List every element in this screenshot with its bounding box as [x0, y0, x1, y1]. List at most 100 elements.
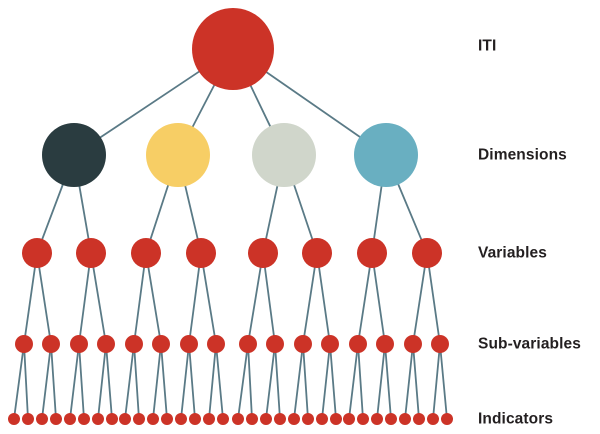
tree-edge [149, 183, 170, 241]
tree-edge [432, 351, 441, 415]
tree-edge [413, 265, 426, 337]
node-dimensions-4[interactable] [354, 123, 418, 187]
node-sub-variables-16[interactable] [431, 335, 449, 353]
tree-edge [263, 265, 275, 337]
node-indicators-14[interactable] [189, 413, 201, 425]
tree-edge [293, 351, 303, 415]
tree-edge [329, 351, 337, 415]
node-dimensions-2[interactable] [146, 123, 210, 187]
tree-edge [202, 265, 216, 338]
node-indicators-25[interactable] [343, 413, 355, 425]
node-iti-1[interactable] [192, 8, 274, 90]
node-sub-variables-8[interactable] [207, 335, 225, 353]
tree-edge [41, 183, 64, 241]
tree-edge [208, 351, 217, 415]
node-sub-variables-4[interactable] [97, 335, 115, 353]
node-indicators-30[interactable] [413, 413, 425, 425]
tree-edge [180, 351, 190, 415]
node-indicators-1[interactable] [8, 413, 20, 425]
node-sub-variables-1[interactable] [15, 335, 33, 353]
tree-edge [215, 351, 224, 415]
tree-edge [292, 183, 314, 241]
tree-edge [50, 351, 57, 415]
tree-edge [303, 265, 316, 337]
node-indicators-2[interactable] [22, 413, 34, 425]
node-sub-variables-3[interactable] [70, 335, 88, 353]
node-indicators-18[interactable] [246, 413, 258, 425]
node-indicators-9[interactable] [119, 413, 131, 425]
tree-edge [41, 351, 51, 415]
node-variables-3[interactable] [131, 238, 161, 268]
node-variables-5[interactable] [248, 238, 278, 268]
node-sub-variables-7[interactable] [180, 335, 198, 353]
node-indicators-22[interactable] [302, 413, 314, 425]
tree-edge [134, 265, 146, 337]
node-sub-variables-6[interactable] [152, 335, 170, 353]
node-indicators-4[interactable] [50, 413, 62, 425]
node-indicators-12[interactable] [161, 413, 173, 425]
node-indicators-7[interactable] [92, 413, 104, 425]
node-sub-variables-14[interactable] [376, 335, 394, 353]
node-indicators-16[interactable] [217, 413, 229, 425]
node-indicators-31[interactable] [427, 413, 439, 425]
node-sub-variables-11[interactable] [294, 335, 312, 353]
node-sub-variables-2[interactable] [42, 335, 60, 353]
tree-edge [265, 184, 279, 241]
node-variables-4[interactable] [186, 238, 216, 268]
node-variables-7[interactable] [357, 238, 387, 268]
node-sub-variables-10[interactable] [266, 335, 284, 353]
tree-edge [78, 351, 85, 415]
tree-edge [13, 351, 24, 415]
node-variables-8[interactable] [412, 238, 442, 268]
node-indicators-20[interactable] [274, 413, 286, 425]
node-indicators-6[interactable] [78, 413, 90, 425]
node-dimensions-3[interactable] [252, 123, 316, 187]
node-indicators-21[interactable] [288, 413, 300, 425]
tree-edge [237, 351, 248, 415]
node-indicators-24[interactable] [330, 413, 342, 425]
node-indicators-19[interactable] [260, 413, 272, 425]
node-sub-variables-13[interactable] [349, 335, 367, 353]
node-indicators-10[interactable] [133, 413, 145, 425]
tree-edge [79, 265, 91, 337]
node-indicators-29[interactable] [399, 413, 411, 425]
node-sub-variables-5[interactable] [125, 335, 143, 353]
node-indicators-3[interactable] [36, 413, 48, 425]
node-indicators-8[interactable] [106, 413, 118, 425]
node-indicators-28[interactable] [385, 413, 397, 425]
node-variables-2[interactable] [76, 238, 106, 268]
tree-edge [428, 265, 440, 337]
tree-edge [274, 351, 281, 415]
node-indicators-15[interactable] [203, 413, 215, 425]
tree-edge [189, 265, 201, 337]
node-indicators-13[interactable] [175, 413, 187, 425]
node-variables-1[interactable] [22, 238, 52, 268]
tree-edge [97, 351, 107, 415]
tree-edge [23, 351, 29, 415]
level-label-indicators: Indicators [478, 410, 554, 428]
tree-edge [133, 351, 140, 415]
node-dimensions-1[interactable] [42, 123, 106, 187]
node-variables-6[interactable] [302, 238, 332, 268]
node-indicators-23[interactable] [316, 413, 328, 425]
level-label-iti: ITI [478, 37, 497, 55]
node-indicators-11[interactable] [147, 413, 159, 425]
tree-edge [318, 265, 330, 337]
tree-edge [373, 265, 385, 337]
tree-edge [191, 83, 216, 129]
edge-layer [13, 70, 448, 415]
node-indicators-26[interactable] [357, 413, 369, 425]
node-sub-variables-9[interactable] [239, 335, 257, 353]
node-indicators-27[interactable] [371, 413, 383, 425]
node-indicators-5[interactable] [64, 413, 76, 425]
tree-edge [358, 265, 371, 337]
node-indicators-32[interactable] [441, 413, 453, 425]
tree-edge [376, 351, 386, 415]
node-sub-variables-12[interactable] [321, 335, 339, 353]
node-sub-variables-15[interactable] [404, 335, 422, 353]
tree-edge [357, 351, 364, 415]
tree-edge [124, 351, 134, 415]
node-indicators-17[interactable] [232, 413, 244, 425]
